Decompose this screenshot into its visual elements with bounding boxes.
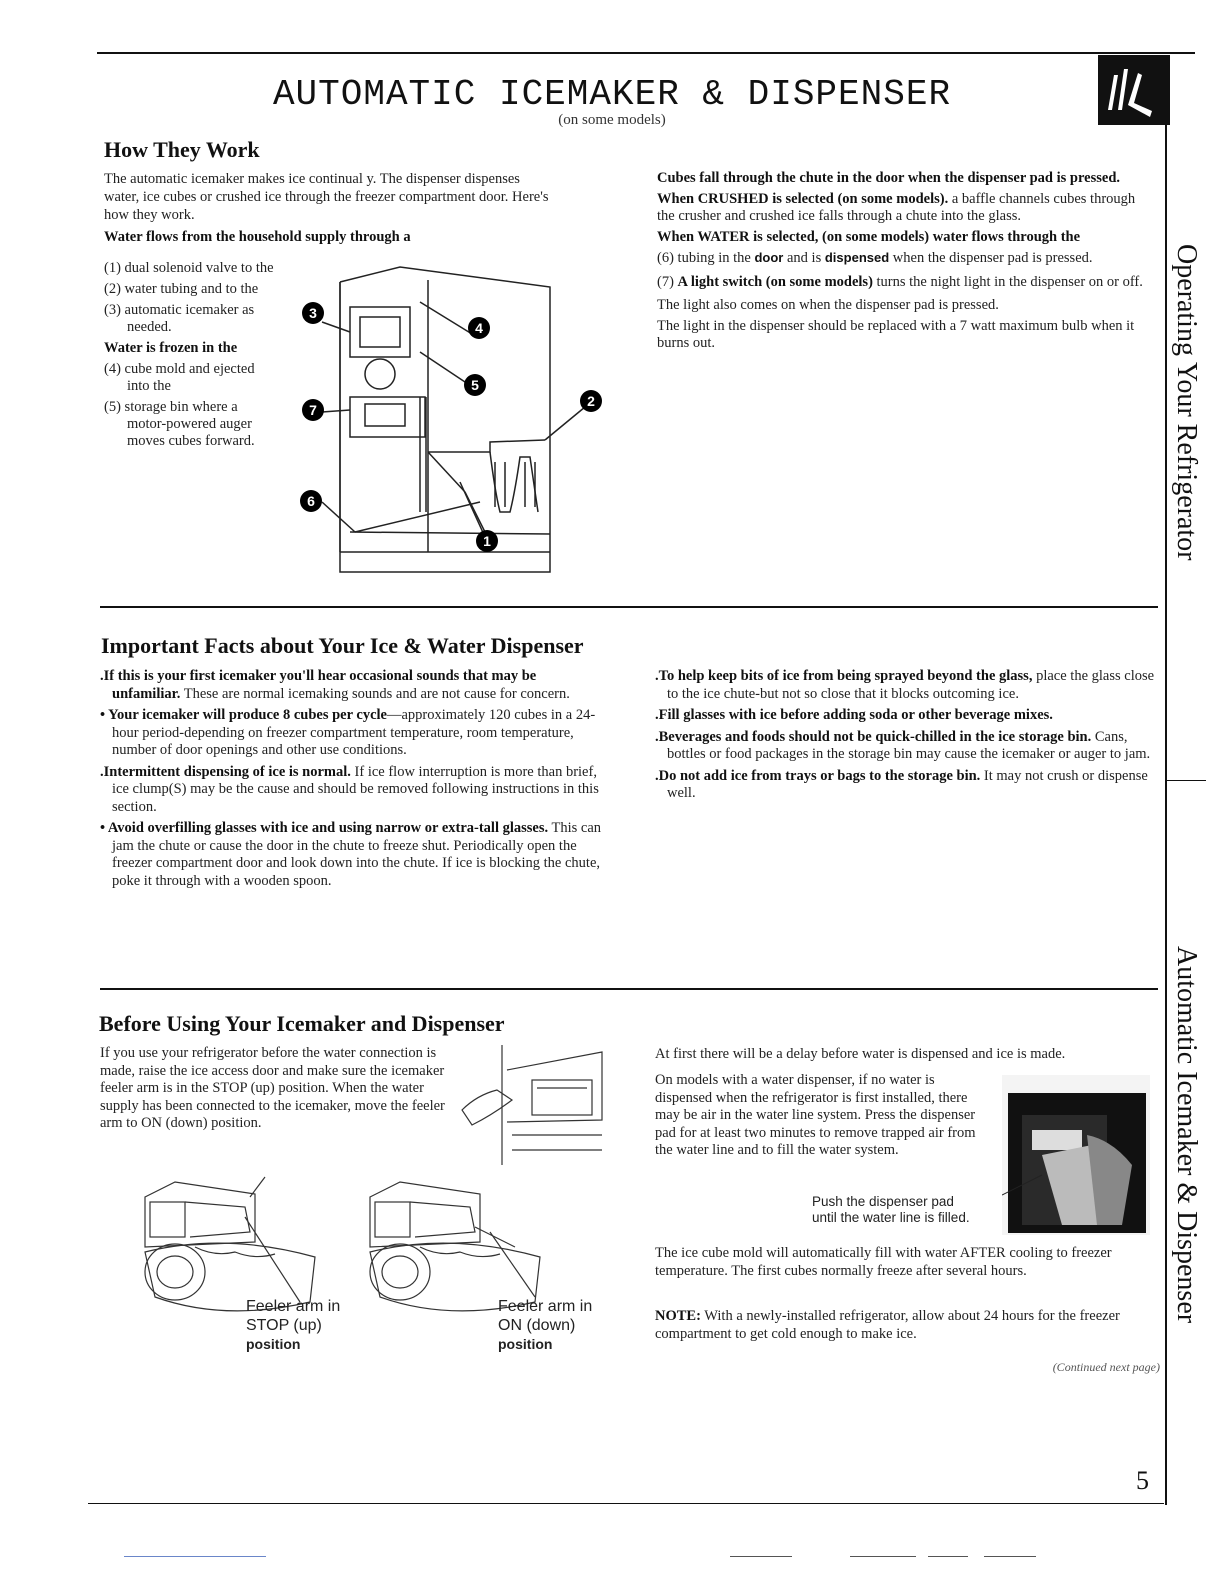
ice-mold-text: The ice cube mold will automatically fil… xyxy=(655,1245,1112,1279)
dispenser-photo xyxy=(1001,1075,1150,1235)
page-number: 5 xyxy=(1136,1466,1149,1495)
page-subtitle: (on some models) xyxy=(558,112,666,128)
fact-right-3: .Beverages and foods should not be quick… xyxy=(655,728,1151,763)
step-1: (1) dual solenoid valve to the xyxy=(104,260,274,276)
step-2: (2) water tubing and to the xyxy=(104,281,259,297)
step-4: (4) cube mold and ejected into the xyxy=(104,361,255,394)
how-right-column: Cubes fall through the chute in the door… xyxy=(657,170,1155,356)
crushed-text: a baffle channels cubes through the crus… xyxy=(657,190,1136,225)
fact-right-1: .To help keep bits of ice from being spr… xyxy=(655,668,1155,702)
crushed-bold: When CRUSHED is selected (on some models… xyxy=(657,190,949,207)
frozen-heading: Water is frozen in the xyxy=(104,340,238,356)
section-heading-before-using: Before Using Your Icemaker and Dispenser xyxy=(99,1011,505,1036)
diagram-callout-4: 4 xyxy=(468,317,490,339)
water-flows-heading: Water flows from the household supply th… xyxy=(104,229,411,245)
steps-list-a: (1) dual solenoid valve to the (2) water… xyxy=(104,260,274,454)
note-text: NOTE: With a newly-installed refrigerato… xyxy=(655,1308,1120,1342)
freezer-door-illustration xyxy=(452,1040,612,1170)
light-also-text: The light also comes on when the dispens… xyxy=(657,297,999,313)
how-intro: The automatic icemaker makes ice continu… xyxy=(104,170,554,249)
icemaker-on-illustration xyxy=(360,1172,570,1322)
before-delay-text: At first there will be a delay before wa… xyxy=(655,1046,1066,1062)
diagram-callout-6: 6 xyxy=(300,490,322,512)
diagram-callout-7: 7 xyxy=(302,399,324,421)
step-7: (7) A light switch (on some models) turn… xyxy=(657,273,1143,290)
icemaker-stop-illustration xyxy=(135,1172,345,1322)
diagram-callout-2: 2 xyxy=(580,390,602,412)
icemaker-logo-icon xyxy=(1098,55,1170,125)
step-6: (6) tubing in the door and is dispensed … xyxy=(657,250,1093,266)
intro-text: The automatic icemaker makes ice continu… xyxy=(104,171,549,223)
fact-left-2: • Your icemaker will produce 8 cubes per… xyxy=(100,707,596,758)
water-bold: When WATER is selected, (on some models)… xyxy=(657,228,1081,245)
diagram-callout-1: 1 xyxy=(476,530,498,552)
refrigerator-diagram: 3 4 5 7 2 6 1 xyxy=(300,262,610,582)
section-heading-how-they-work: How They Work xyxy=(104,137,260,162)
caption-on: Feeler arm in ON (down) position xyxy=(498,1298,593,1352)
fact-left-1: .If this is your first icemaker you'll h… xyxy=(100,668,570,702)
before-left-text: If you use your refrigerator before the … xyxy=(100,1045,445,1131)
light-replace-text: The light in the dispenser should be rep… xyxy=(657,317,1135,352)
push-caption: Push the dispenser pad until the water l… xyxy=(812,1194,970,1225)
diagram-callout-5: 5 xyxy=(464,374,486,396)
fact-right-2: .Fill glasses with ice before adding sod… xyxy=(655,707,1053,723)
continued-text: (Continued next page) xyxy=(1052,1360,1160,1374)
step-5: (5) storage bin where a motor-powered au… xyxy=(104,399,255,449)
step-3: (3) automatic icemaker as needed. xyxy=(104,302,255,335)
side-tab-operating: Operating Your Refrigerator xyxy=(1171,244,1202,561)
facts-left-column: .If this is your first icemaker you'll h… xyxy=(100,668,608,894)
cubes-fall-text: Cubes fall through the chute in the door… xyxy=(657,170,1121,186)
section-heading-important-facts: Important Facts about Your Ice & Water D… xyxy=(101,633,584,658)
before-models-text: On models with a water dispenser, if no … xyxy=(655,1072,976,1158)
side-tab-icemaker: Automatic Icemaker & Dispenser xyxy=(1171,946,1202,1324)
fact-right-4: .Do not add ice from trays or bags to th… xyxy=(655,767,1148,802)
diagram-callout-3: 3 xyxy=(302,302,324,324)
caption-stop: Feeler arm in STOP (up) position xyxy=(246,1298,341,1352)
fact-left-3: .Intermittent dispensing of ice is norma… xyxy=(100,763,599,815)
page-title: AUTOMATIC ICEMAKER & DISPENSER xyxy=(272,74,952,115)
facts-right-column: .To help keep bits of ice from being spr… xyxy=(655,668,1155,807)
fact-left-4: • Avoid overfilling glasses with ice and… xyxy=(100,820,602,889)
